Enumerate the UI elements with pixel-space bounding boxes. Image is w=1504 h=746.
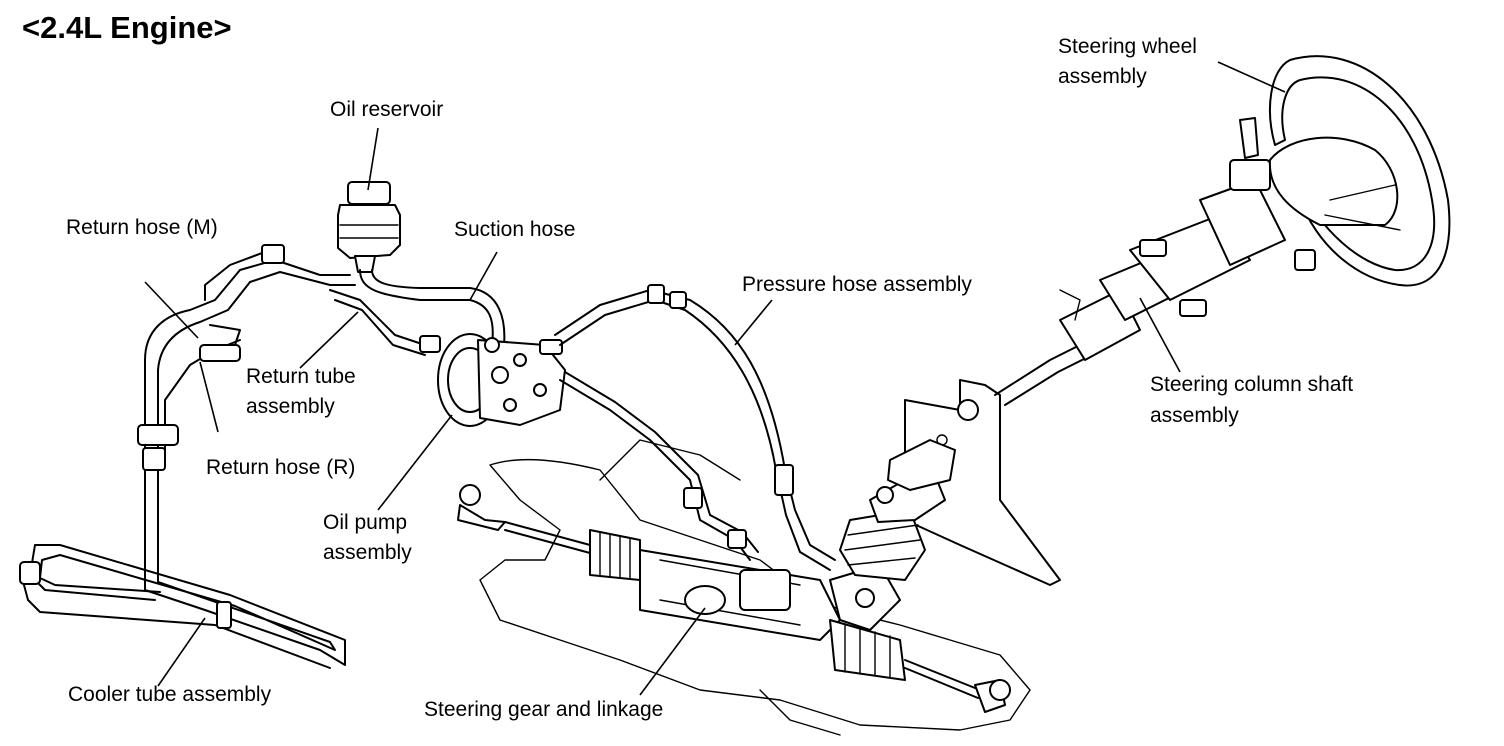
intermediate-shaft bbox=[839, 439, 956, 581]
label-cooler-tube: Cooler tube assembly bbox=[68, 683, 272, 706]
oil-reservoir bbox=[337, 181, 401, 273]
steering-column-shaft-assembly bbox=[994, 117, 1335, 406]
label-steering-gear: Steering gear and linkage bbox=[424, 698, 664, 721]
label-return-tube-line2: assembly bbox=[246, 395, 335, 418]
leader-return-hose-m bbox=[144, 281, 199, 339]
leader-steering-wheel bbox=[1217, 61, 1286, 93]
return-tube-assembly bbox=[329, 289, 441, 356]
label-column-shaft-line2: assembly bbox=[1150, 404, 1239, 427]
steering-wheel-assembly bbox=[1268, 55, 1451, 287]
leader-column-shaft bbox=[1139, 297, 1181, 373]
leader-steering-gear bbox=[639, 607, 706, 696]
leader-suction-hose bbox=[469, 251, 498, 301]
label-steering-wheel-line1: Steering wheel bbox=[1058, 35, 1197, 58]
steering-gear-and-linkage bbox=[457, 484, 1011, 713]
leader-return-hose-r bbox=[199, 361, 219, 433]
label-return-tube-line1: Return tube bbox=[246, 365, 356, 388]
label-pressure-hose: Pressure hose assembly bbox=[742, 273, 972, 296]
diagram-title: <2.4L Engine> bbox=[22, 10, 232, 45]
label-return-hose-r: Return hose (R) bbox=[206, 456, 356, 479]
leader-oil-pump bbox=[377, 414, 453, 511]
leader-return-tube bbox=[299, 311, 359, 369]
label-suction-hose: Suction hose bbox=[454, 218, 576, 241]
dash-panel-bracket bbox=[904, 379, 1061, 586]
label-oil-pump-line2: assembly bbox=[323, 541, 412, 564]
leader-oil-reservoir bbox=[367, 127, 379, 191]
pressure-hose-assembly bbox=[554, 284, 836, 571]
cooler-tube-assembly bbox=[19, 449, 346, 669]
label-oil-reservoir: Oil reservoir bbox=[330, 98, 444, 121]
leader-lines bbox=[144, 61, 1286, 696]
label-return-hose-m: Return hose (M) bbox=[66, 216, 218, 239]
suction-hose bbox=[359, 269, 506, 346]
leader-cooler-tube bbox=[157, 617, 206, 687]
label-steering-wheel-line2: assembly bbox=[1058, 65, 1147, 88]
leader-pressure-hose bbox=[734, 299, 773, 346]
label-oil-pump-line1: Oil pump bbox=[323, 511, 408, 534]
label-column-shaft-line1: Steering column shaft bbox=[1150, 373, 1354, 396]
oil-pump-assembly bbox=[437, 333, 566, 427]
return-lines bbox=[137, 244, 356, 471]
